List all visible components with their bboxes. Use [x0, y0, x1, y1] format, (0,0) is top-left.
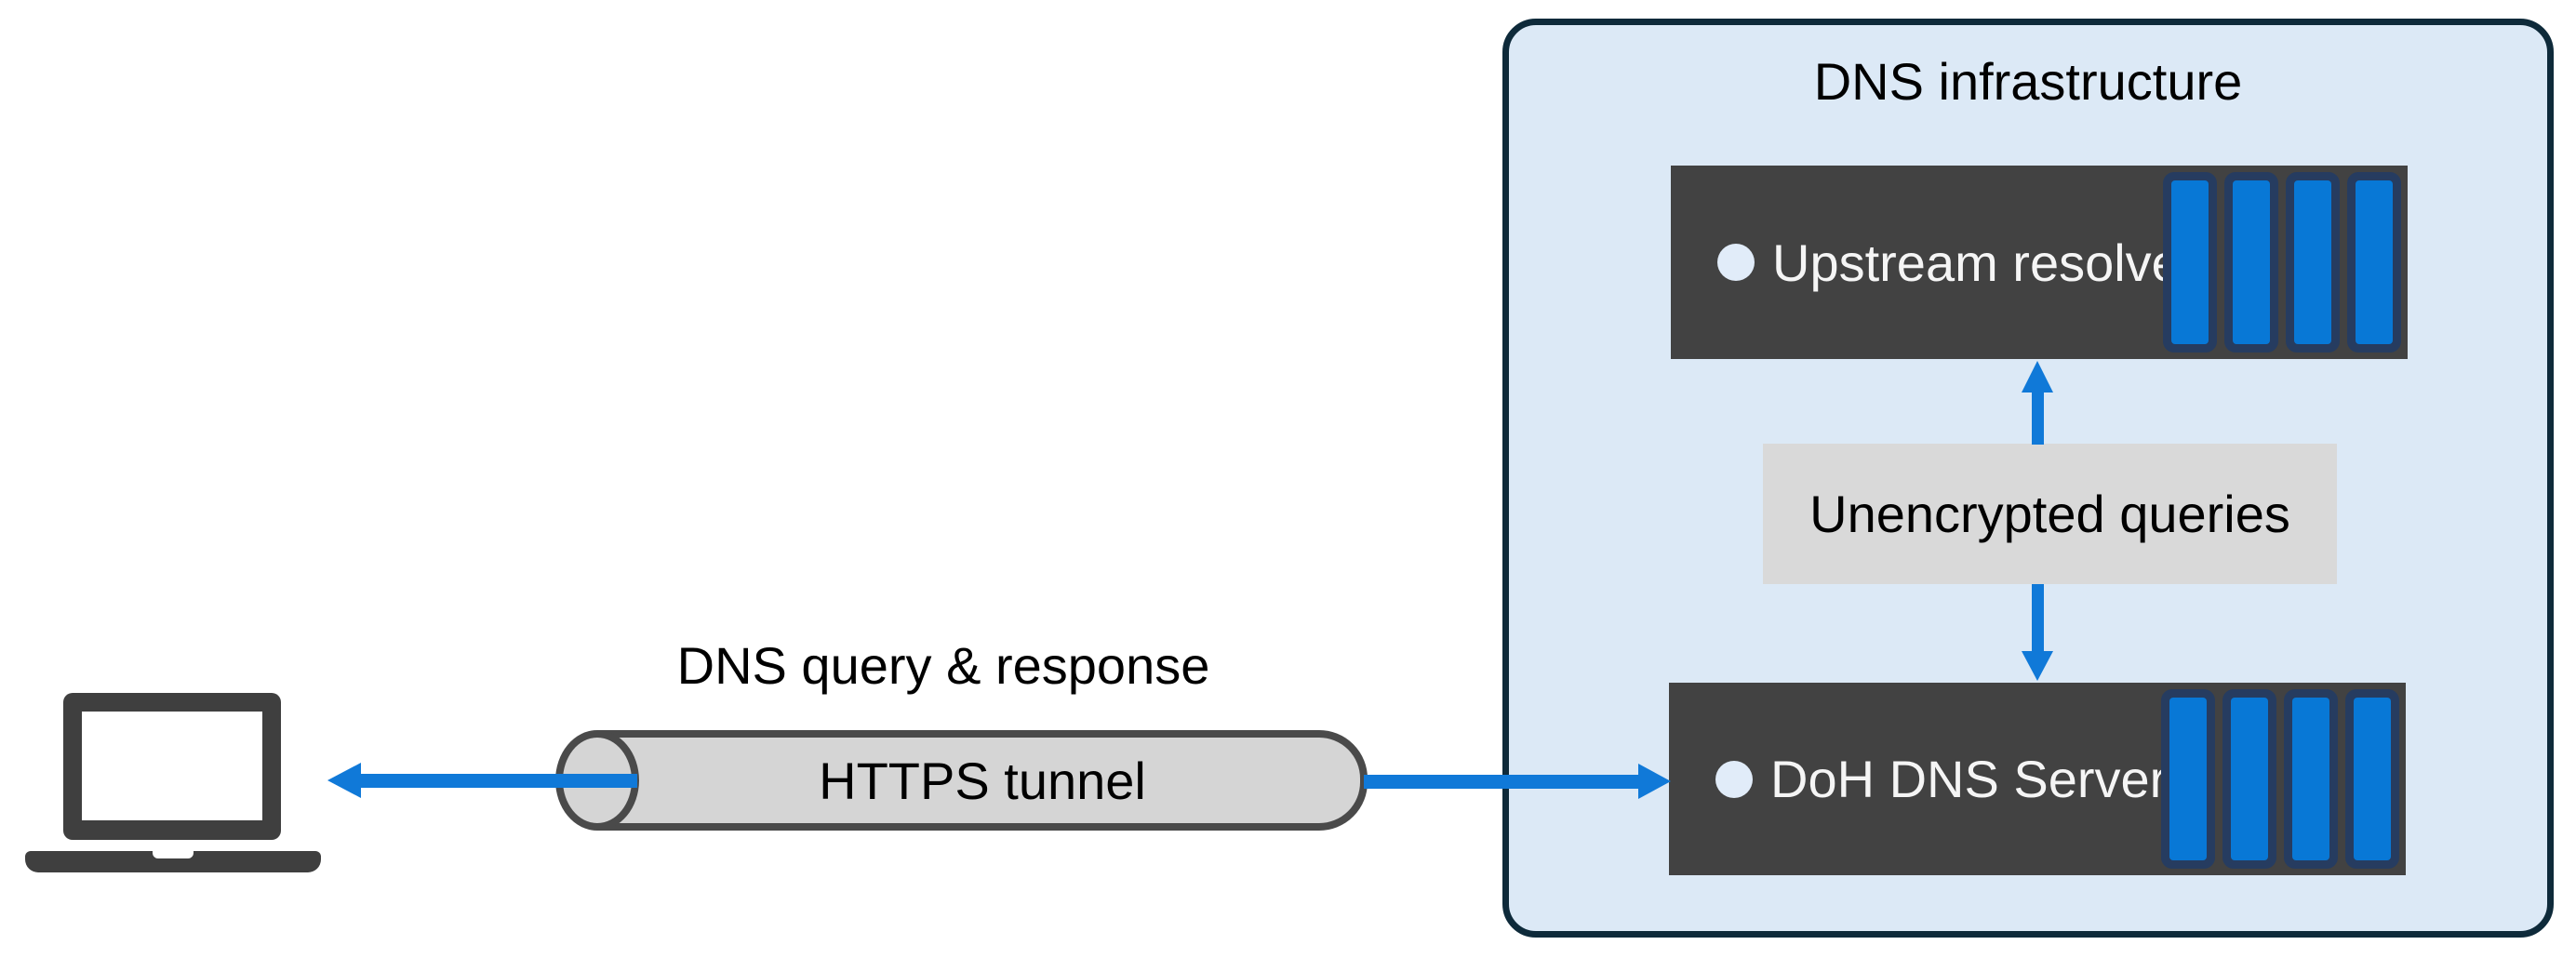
flow-label: DNS query & response: [676, 636, 1210, 695]
server-label: Upstream resolver: [1772, 233, 2198, 292]
laptop-base: [25, 851, 321, 872]
disk-bay: [2161, 689, 2215, 869]
disk-bay: [2163, 172, 2217, 353]
dns-infrastructure-panel: DNS infrastructure Upstream resolver Une…: [1502, 19, 2554, 938]
arrow-shaft: [2032, 584, 2044, 652]
disk-bay-slot: [2354, 698, 2391, 860]
disk-bay-bars-icon: [2161, 689, 2399, 869]
disk-bay-slot: [2356, 180, 2393, 344]
server-label: DoH DNS Server: [1770, 750, 2168, 808]
disk-bay-bars-icon: [2163, 172, 2401, 353]
disk-bay: [2224, 172, 2278, 353]
arrow-head-down-icon: [2022, 651, 2053, 681]
arrow-head-up-icon: [2022, 361, 2053, 393]
arrow-shaft: [1364, 775, 1638, 789]
unencrypted-queries-box: Unencrypted queries: [1763, 444, 2337, 584]
arrow-head-left-icon: [327, 763, 361, 798]
disk-bay: [2347, 172, 2401, 353]
disk-bay: [2284, 689, 2338, 869]
disk-bay-slot: [2292, 698, 2329, 860]
arrow-head-right-icon: [1638, 764, 1671, 799]
disk-bay-slot: [2231, 698, 2268, 860]
led-circle-icon: [1715, 760, 1753, 798]
tunnel-label: HTTPS tunnel: [819, 751, 1146, 810]
led-circle-icon: [1717, 244, 1755, 281]
disk-bay: [2286, 172, 2340, 353]
panel-title: DNS infrastructure: [1813, 52, 2243, 111]
disk-bay-slot: [2171, 180, 2209, 344]
disk-bay-slot: [2294, 180, 2331, 344]
disk-bay: [2345, 689, 2399, 869]
tunnel-body: [597, 730, 1368, 831]
laptop-screen-display: [82, 712, 262, 820]
disk-bay-slot: [2233, 180, 2270, 344]
arrow-shaft: [2032, 393, 2044, 445]
laptop-screen: [63, 693, 281, 840]
laptop-base-notch: [153, 851, 194, 858]
disk-bay: [2222, 689, 2276, 869]
upstream-resolver-server: Upstream resolver: [1671, 166, 2408, 359]
disk-bay-slot: [2169, 698, 2207, 860]
doh-dns-server: DoH DNS Server: [1669, 683, 2406, 875]
arrow-shaft: [359, 774, 637, 788]
